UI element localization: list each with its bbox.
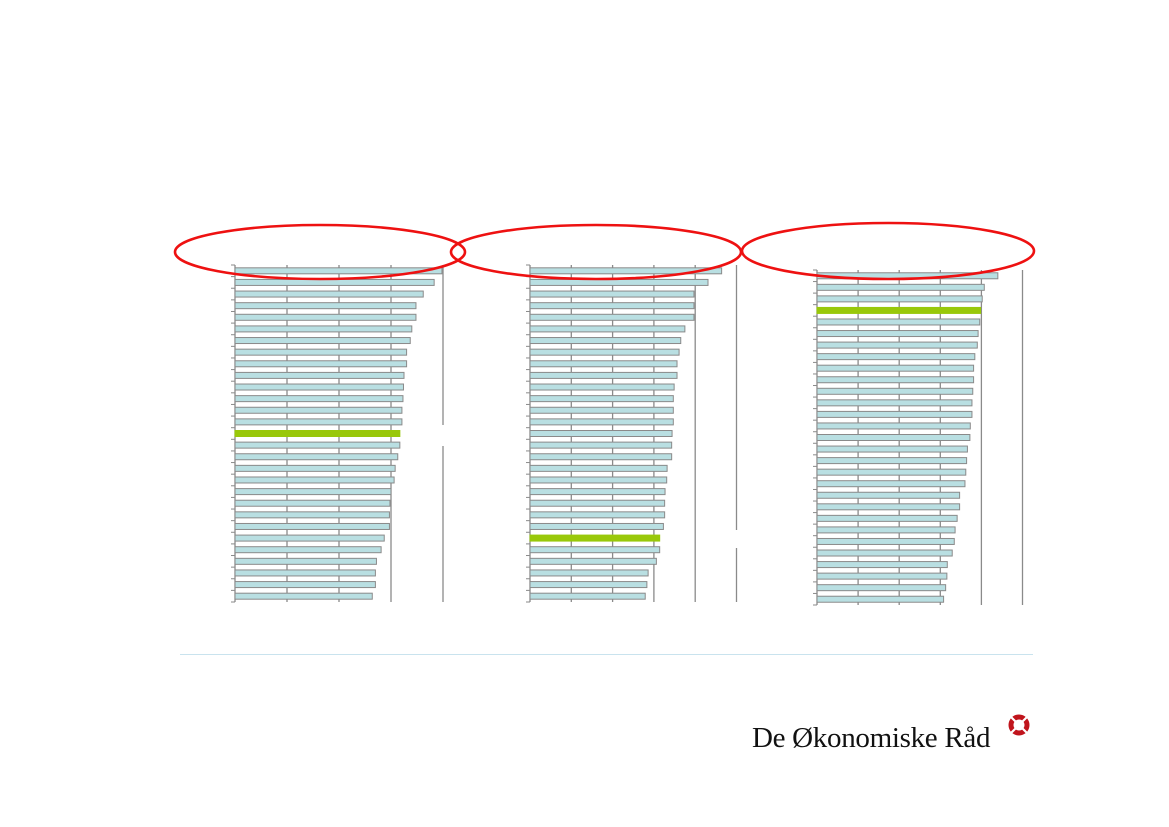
- bar-highlighted: [234, 430, 401, 437]
- bar: [234, 418, 403, 426]
- bar: [816, 376, 975, 384]
- bar: [234, 511, 390, 519]
- logo-text: De Økonomiske Råd: [752, 722, 991, 754]
- bar: [234, 360, 408, 368]
- bar: [234, 267, 443, 275]
- bar: [529, 302, 695, 310]
- bar: [529, 557, 657, 565]
- highlight-ellipse: [740, 221, 1036, 281]
- bar: [529, 511, 666, 519]
- bar: [529, 337, 682, 345]
- bar: [816, 491, 961, 499]
- bar: [529, 360, 678, 368]
- bar: [816, 503, 961, 511]
- bar: [816, 445, 968, 453]
- footer-divider: [180, 654, 1033, 655]
- bar: [234, 383, 404, 391]
- bar: [234, 488, 392, 496]
- bar: [234, 337, 411, 345]
- bar: [816, 526, 956, 534]
- bar: [234, 522, 390, 530]
- highlight-ellipse: [173, 223, 467, 281]
- bar: [816, 561, 948, 569]
- bar: [529, 383, 675, 391]
- bar: [234, 348, 408, 356]
- bar: [816, 353, 976, 361]
- bar: [816, 387, 974, 395]
- bar: [816, 330, 979, 338]
- bar: [529, 278, 709, 286]
- bar: [816, 283, 985, 291]
- bar: [816, 434, 971, 441]
- bar: [529, 325, 686, 333]
- bar: [529, 395, 674, 403]
- bar: [234, 581, 376, 589]
- bar: [234, 406, 403, 414]
- bar: [529, 371, 678, 379]
- bar: [529, 592, 646, 600]
- bar: [529, 290, 695, 298]
- logo-mark-icon: [1008, 714, 1030, 736]
- bar: [234, 290, 424, 298]
- bar: [529, 476, 668, 484]
- bar: [816, 537, 955, 545]
- bar: [529, 499, 666, 507]
- bar: [816, 572, 948, 580]
- bar: [816, 595, 945, 603]
- bar: [234, 592, 373, 600]
- bar: [529, 569, 649, 577]
- bar: [816, 399, 973, 407]
- bar: [234, 325, 413, 333]
- bar: [234, 476, 395, 484]
- bar-highlighted: [529, 534, 661, 542]
- bar: [529, 453, 673, 461]
- bar: [529, 464, 668, 472]
- bar: [529, 546, 661, 554]
- bar: [816, 295, 983, 303]
- bar: [529, 522, 664, 530]
- bar: [234, 395, 404, 403]
- bar: [234, 499, 391, 507]
- bar-highlighted: [816, 306, 982, 314]
- bar: [816, 318, 981, 326]
- bar: [234, 441, 401, 449]
- bar: [234, 302, 417, 310]
- bar: [234, 534, 385, 542]
- bar: [816, 480, 966, 488]
- bar: [234, 278, 435, 286]
- bar: [816, 422, 971, 430]
- bar: [816, 457, 968, 465]
- bar: [234, 464, 396, 472]
- bar: [529, 441, 673, 449]
- bar: [529, 348, 680, 356]
- bar: [816, 364, 975, 372]
- bar: [529, 406, 674, 414]
- bar: [816, 584, 947, 592]
- bar: [234, 371, 405, 379]
- bar: [234, 453, 399, 461]
- bar: [816, 341, 978, 349]
- bar: [816, 549, 953, 557]
- bar: [234, 546, 382, 554]
- bar: [529, 418, 674, 426]
- bar: [234, 569, 376, 577]
- bar: [816, 514, 958, 522]
- bar: [529, 581, 648, 589]
- bar: [816, 410, 973, 418]
- bar: [816, 468, 967, 476]
- bar: [529, 267, 723, 275]
- bar: [529, 430, 673, 437]
- bar: [529, 488, 666, 496]
- bar: [234, 557, 377, 565]
- bar: [529, 313, 695, 321]
- bar: [234, 313, 417, 321]
